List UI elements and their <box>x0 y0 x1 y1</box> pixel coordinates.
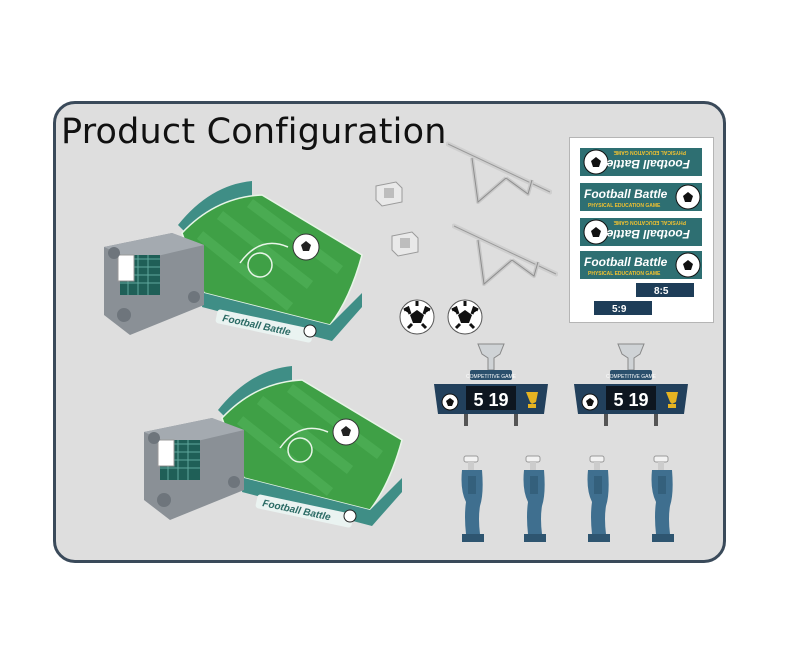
mini-scoreboard <box>636 283 694 297</box>
banner-title: Football Battle <box>584 187 668 201</box>
soccer-ball-1 <box>399 299 435 335</box>
board-label-plate <box>215 309 314 343</box>
scoreboard-label: COMPETITIVE GAME <box>466 374 517 380</box>
sticker-sheet-art: Football Battle PHYSICAL EDUCATION GAME … <box>580 148 702 315</box>
game-board-1: Football Battle <box>104 181 363 343</box>
banner-subtitle: PHYSICAL EDUCATION GAME <box>613 149 686 155</box>
banner-title: Football Battle <box>606 227 690 241</box>
scoreboard-1: COMPETITIVE GAME 5 19 <box>434 343 548 426</box>
banner-subtitle: PHYSICAL EDUCATION GAME <box>588 203 661 209</box>
goal-frame-1 <box>446 141 552 204</box>
soccer-ball-2 <box>447 299 483 335</box>
clip-2 <box>391 231 419 257</box>
banner-title: Football Battle <box>584 255 668 269</box>
banner-title: Football Battle <box>606 157 690 171</box>
scoreboard-label-plate <box>470 370 512 380</box>
banner-subtitle: PHYSICAL EDUCATION GAME <box>588 271 661 277</box>
handle-4 <box>651 455 674 542</box>
mini-score-text: 8:5 <box>654 286 669 297</box>
scoreboard-score: 5 19 <box>473 390 508 410</box>
mini-scoreboard <box>594 301 652 315</box>
scoreboard-score: 5 19 <box>613 390 648 410</box>
banner-subtitle: PHYSICAL EDUCATION GAME <box>613 219 686 225</box>
sticker-sheet: Football Battle PHYSICAL EDUCATION GAME … <box>569 137 714 323</box>
clip-1 <box>375 181 403 207</box>
handle-3 <box>587 455 610 542</box>
handle-2 <box>523 455 546 542</box>
scoreboard-2: COMPETITIVE GAME 5 19 <box>574 343 688 426</box>
scoreboard-label: COMPETITIVE GAME <box>606 374 657 380</box>
game-board-2: Football Battle <box>144 366 403 528</box>
page-title: Product Configuration <box>61 112 447 152</box>
mini-score-text: 5:9 <box>612 304 627 315</box>
handle-1 <box>461 455 484 542</box>
goal-frame-2 <box>452 223 558 286</box>
